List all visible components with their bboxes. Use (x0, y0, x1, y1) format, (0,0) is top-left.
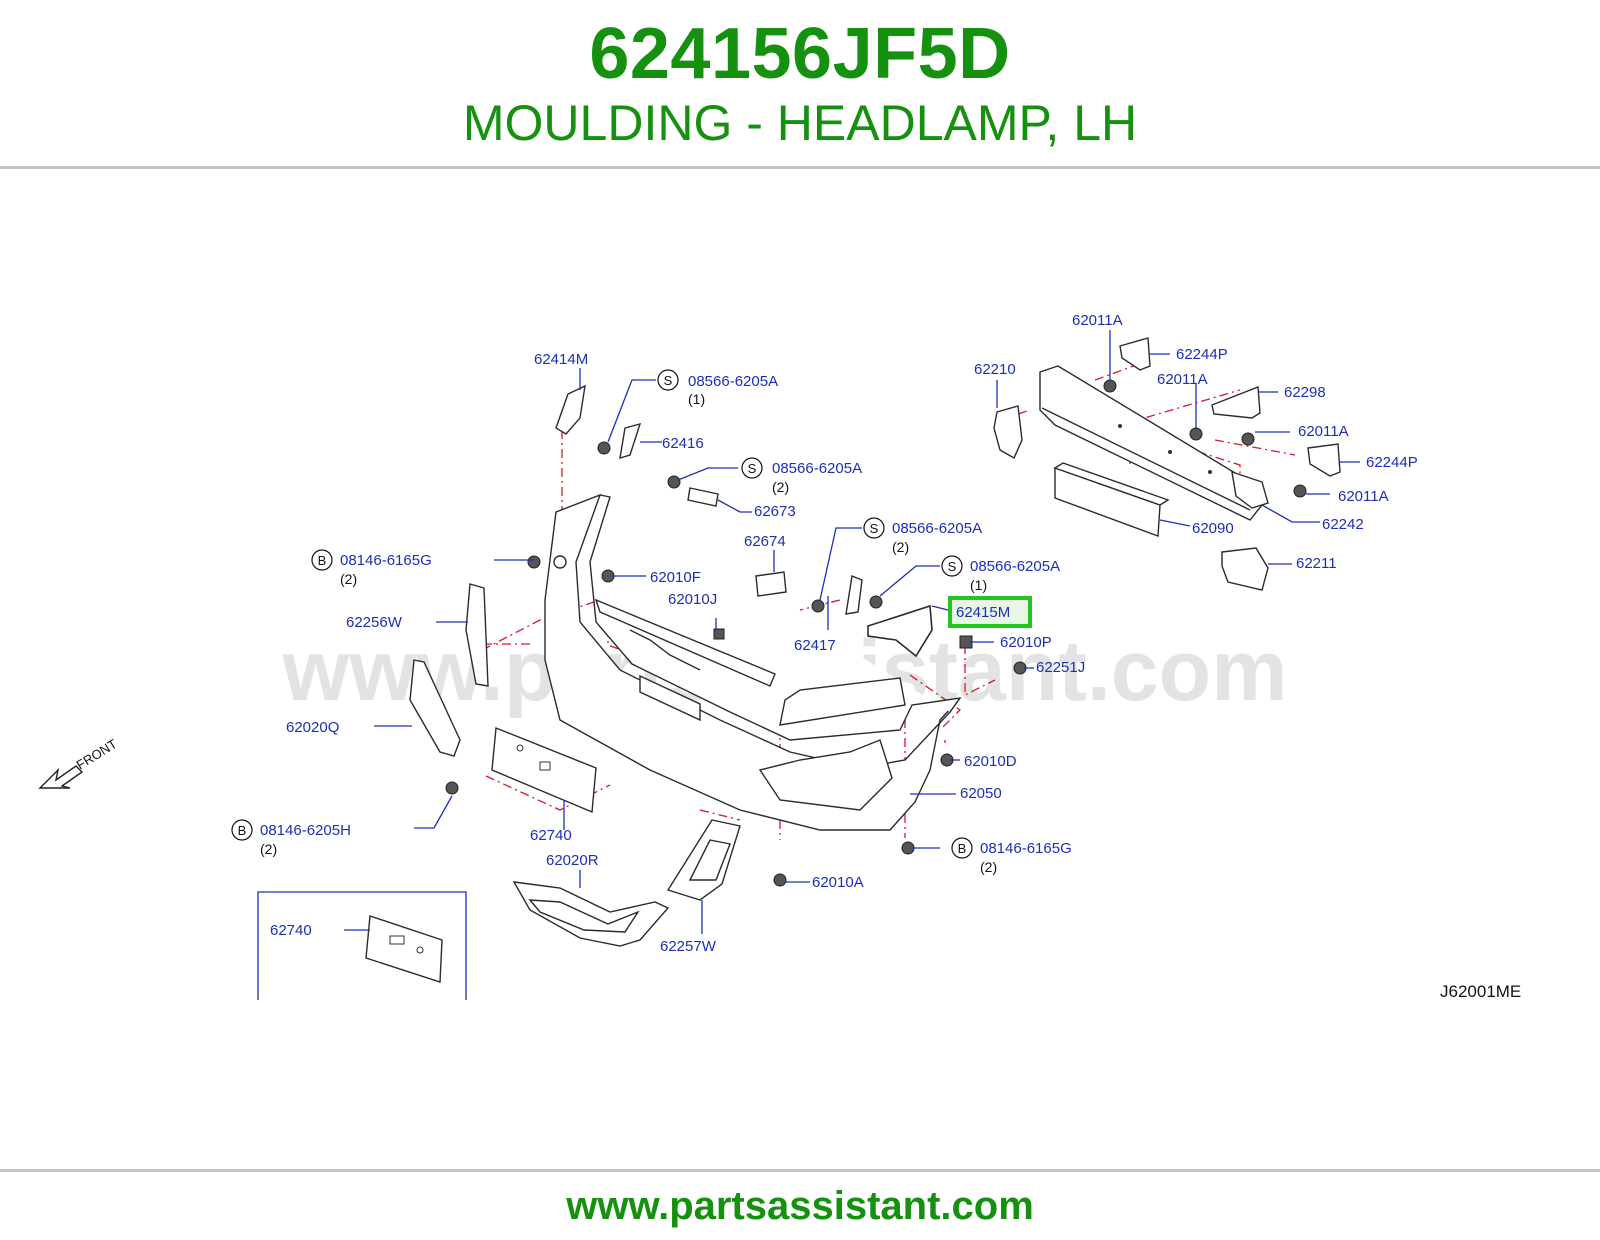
part-label[interactable]: 08146-6165G (340, 552, 432, 569)
part-label[interactable]: 08146-6165G (980, 840, 1072, 857)
bracket-62298 (1211, 386, 1261, 419)
part-label[interactable]: 62090 (1192, 520, 1234, 537)
part-label[interactable]: 62010F (650, 569, 701, 586)
qty-label: (1) (688, 391, 705, 407)
part-label[interactable]: 62257W (660, 938, 717, 955)
part-label[interactable]: 08566-6205A (688, 373, 778, 390)
moulding-62414m (555, 384, 586, 435)
part-label[interactable]: 62011A (1338, 488, 1389, 505)
bolt-symbol: B (318, 553, 327, 568)
grille-62256w-inner (594, 598, 776, 722)
qty-label: (1) (970, 577, 987, 593)
highlighted-part-label[interactable]: 62415M (956, 604, 1010, 621)
energy-absorber-62090 (1053, 462, 1170, 537)
front-label: FRONT (74, 736, 120, 772)
parts-diagram: www.partsassistant.com (0, 300, 1600, 1040)
bolt-symbol: B (238, 823, 247, 838)
bolt-icons-upper (1103, 379, 1307, 498)
part-number: 624156JF5D (589, 14, 1011, 94)
qty-label: (2) (340, 571, 357, 587)
part-label[interactable]: 08566-6205A (772, 460, 862, 477)
screw-symbol: S (748, 461, 757, 476)
part-label[interactable]: 62211 (1296, 555, 1337, 572)
bolt-symbol: B (958, 841, 967, 856)
bracket-62416 (619, 422, 642, 459)
part-label[interactable]: 62242 (1322, 516, 1364, 533)
fastener-icons (445, 441, 1027, 887)
front-arrow-icon (38, 765, 84, 789)
part-label[interactable]: 62414M (534, 351, 588, 368)
part-label[interactable]: 62674 (744, 533, 786, 550)
highlight-box (948, 596, 1032, 628)
part-label[interactable]: 62244P (1366, 454, 1418, 471)
fog-surround-62020r (512, 881, 670, 947)
part-label[interactable]: 62673 (754, 503, 796, 520)
screw-symbol: S (870, 521, 879, 536)
moulding-62020q (409, 659, 461, 757)
part-label[interactable]: 62740 (270, 922, 312, 939)
part-label[interactable]: 62256W (346, 614, 403, 631)
bracket-62242 (1231, 470, 1269, 509)
screw-symbol: S (664, 373, 673, 388)
quantity-labels: (1) (2) (2) (1) (2) (2) (2) (260, 391, 997, 875)
part-label[interactable]: 62011A (1298, 423, 1349, 440)
header-divider (0, 166, 1600, 169)
cover-62211 (1221, 547, 1269, 591)
part-label[interactable]: 62417 (794, 637, 836, 654)
part-label[interactable]: 62010A (812, 874, 864, 891)
screw-symbol: S (948, 559, 957, 574)
license-bracket-62740 (491, 727, 597, 814)
inset-box (257, 891, 467, 1000)
part-label[interactable]: 62011A (1072, 312, 1123, 329)
bumper-reinforcement (1039, 365, 1263, 521)
qty-label: (2) (260, 841, 277, 857)
part-label[interactable]: 62020Q (286, 719, 339, 736)
bracket-62417 (845, 575, 863, 615)
bracket-62673 (687, 487, 719, 507)
fog-bracket-62257w (666, 819, 741, 901)
footer-url[interactable]: www.partsassistant.com (566, 1184, 1034, 1228)
part-label[interactable]: 08146-6205H (260, 822, 351, 839)
footer-divider (0, 1169, 1600, 1172)
part-label[interactable]: 62244P (1176, 346, 1228, 363)
bracket-62244p-lower (1307, 443, 1341, 477)
qty-label: (2) (892, 539, 909, 555)
part-label[interactable]: 62011A (1157, 371, 1208, 388)
part-label[interactable]: 62010J (668, 591, 717, 608)
reinforcement-bracket-62210 (993, 405, 1023, 459)
part-label[interactable]: 62210 (974, 361, 1016, 378)
part-label[interactable]: 62020R (546, 852, 599, 869)
part-label[interactable]: 08566-6205A (970, 558, 1060, 575)
part-label[interactable]: 08566-6205A (892, 520, 982, 537)
qty-label: (2) (772, 479, 789, 495)
symbol-circles: S S S S B B B (231, 369, 973, 859)
part-label[interactable]: 62010P (1000, 634, 1052, 651)
part-description: MOULDING - HEADLAMP, LH (462, 95, 1138, 151)
part-label[interactable]: 62416 (662, 435, 704, 452)
part-label[interactable]: 62298 (1284, 384, 1326, 401)
bracket-62674 (755, 571, 787, 597)
parts-diagram-svg: www.partsassistant.com (38, 312, 1521, 1001)
part-label[interactable]: 62251J (1036, 659, 1085, 676)
part-label[interactable]: 62010D (964, 753, 1017, 770)
part-label[interactable]: 62740 (530, 827, 572, 844)
bumper-fascia-62050 (544, 493, 962, 831)
bracket-62244p-upper (1119, 337, 1151, 371)
page-header: 624156JF5D MOULDING - HEADLAMP, LH (0, 0, 1600, 170)
headlamp-moulding-62415m (867, 604, 933, 658)
diagram-code: J62001ME (1440, 982, 1521, 1001)
qty-label: (2) (980, 859, 997, 875)
part-label[interactable]: 62050 (960, 785, 1002, 802)
callout-leaders (344, 330, 1360, 934)
part-labels: 62011A 62244P 62210 62011A 62298 62011A … (260, 312, 1418, 955)
